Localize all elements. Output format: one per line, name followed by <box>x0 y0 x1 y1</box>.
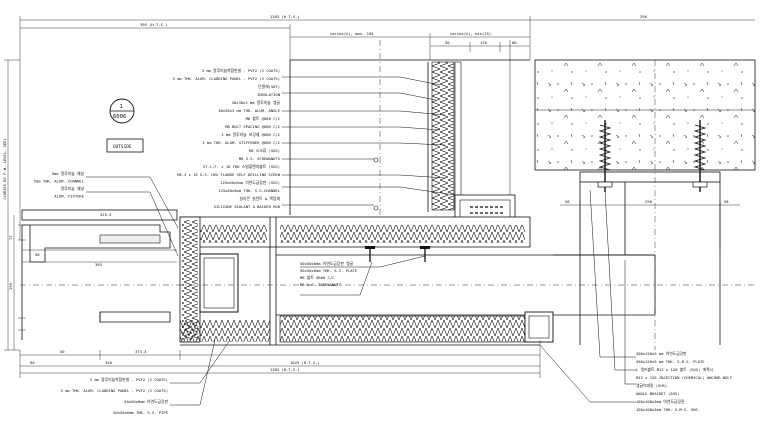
dim-top-small-3: 80 <box>512 40 517 45</box>
dim-top-mid-right: varies(k), min(25) <box>450 31 491 36</box>
callouts-left: 5mm 알루미늄 채널 5mm THK. ALUM. CHANNEL 알루미늄 채널… <box>34 171 85 199</box>
leaders-left <box>86 176 179 257</box>
concrete-slab <box>534 59 756 192</box>
callouts-bottom-right: 300x150x9 mm 아연도금강판 300x150x9 mm THK. G.M… <box>636 351 733 412</box>
outside-label: OUTSIDE <box>113 144 132 150</box>
callouts-top-line: 3 mm 알루미늄 보강재 @600 C/C <box>221 132 280 137</box>
dim-top-mid-left: varies(k), max. 105 <box>330 31 373 36</box>
callouts-top-line: M6 S.S. SCREW&NUTS <box>239 156 281 161</box>
dim-inner-395: 395 <box>95 262 102 267</box>
callouts-bottom-left-line: 3 mm 알루미늄복합판넬 - PVF2 (2 COATS) <box>90 377 168 382</box>
leaders-top <box>282 76 456 206</box>
callouts-top-line: 125x60x5mm 아연도금강판 (SUS) <box>220 180 280 185</box>
leaders-bottom-right <box>539 189 636 403</box>
callouts-mid-line: M6 볼트 @600 C/C <box>300 275 334 280</box>
callouts-top-line: M8 볼트 @600 C/C <box>246 116 280 121</box>
callouts-bottom-right-line: M12 x 120 INJECTION (CHEMICAL) ANCHOR BO… <box>636 375 733 380</box>
left-dimensions: (VARIES BY F.W. LEVEL, SEE) 73 190 <box>2 59 20 351</box>
leaders-bottom-left <box>170 339 231 406</box>
left-fascia: 325.3 50 395 <box>18 209 178 340</box>
callouts-top-line: 3 mm 알루미늄복합판넬 - PVF2 (2 COATS) <box>202 68 280 73</box>
section-tag: 1 6006 <box>109 98 135 124</box>
callouts-top-line: 3 mm THK. ALUM. CLADDING PANEL - PVF2 (2… <box>173 76 280 81</box>
upper-wall-cladding <box>289 40 530 226</box>
section-tag-number: 1 <box>120 104 123 110</box>
callouts-bottom-left-line: 50x50x6mm 아연도금강판 <box>124 399 168 404</box>
dim-right-58: 58 <box>565 199 570 204</box>
callouts-top-line: M6 스크류 (SUS) <box>249 148 280 153</box>
dim-top-right: 290 <box>640 14 648 19</box>
leaders-mid <box>300 255 426 296</box>
callouts-mid-line: M6 S.S. SCREW&NUTS <box>300 282 342 287</box>
dim-right-290: 290 <box>645 199 653 204</box>
callouts-top-line: 3 mm THK. ALUM. STIFFENER @600 C/C <box>202 140 280 145</box>
callouts-top-line: 실리콘 실런트 & 백업재 <box>239 196 280 201</box>
callouts-left-line: 5mm 알루미늄 채널 <box>52 171 85 176</box>
callouts-top: 3 mm 알루미늄복합판넬 - PVF2 (2 COATS) 3 mm THK. … <box>173 68 281 209</box>
dim-side-b: 190 <box>8 282 13 290</box>
dim-right-50: 58 <box>724 199 729 204</box>
callouts-top-line: SILICONE SEALANT & BACKER ROD <box>214 204 281 209</box>
dim-bottom-overall: 1383 (H.T.S.) <box>270 367 300 372</box>
dim-top-small-1: 50 <box>445 40 450 45</box>
callouts-top-line: 단열재(50T) <box>258 84 280 89</box>
callouts-bottom-left: 3 mm 알루미늄복합판넬 - PVF2 (2 COATS) 3 mm THK. … <box>61 377 169 415</box>
callouts-top-line: 125x60x5mm THK. S.S.CHANNEL <box>218 188 280 193</box>
callouts-top-line: 30x30x3 mm 알루미늄 앵글 <box>232 100 281 105</box>
dim-top-small-2: 120 <box>480 40 488 45</box>
dim-side-a: 73 <box>8 235 13 240</box>
callouts-bottom-left-line: 3 mm THK. ALUM. CLADDING PANEL - PVF2 (2… <box>61 388 168 393</box>
callouts-left-line: ALUM. FIXTURE <box>54 194 84 199</box>
callouts-top-line: INSULATION <box>257 92 281 97</box>
callouts-left-line: 5mm THK. ALUM. CHANNEL <box>34 179 85 184</box>
callouts-bottom-left-line: 50x50x6mm THK. S.S. PIPE <box>113 410 169 415</box>
dim-bottom-3733: 373.3 <box>135 349 146 354</box>
callouts-bottom-right-line: ANGLE BRACKET (SHS) <box>636 391 679 396</box>
callouts-mid-line: 50x50x6mm 아연도금강판 앵글 <box>300 261 354 266</box>
dim-top-overall: 1383 (H.T.S.) <box>270 14 300 19</box>
dim-bottom-350: 350 <box>105 360 113 365</box>
dim-top-left: 395 (H.T.S.) <box>140 22 167 27</box>
section-tag-ref: 6006 <box>113 114 126 120</box>
dim-bottom-center: 1025 (H.T.S.) <box>290 360 320 365</box>
callouts-top-line: ST.L.F. x 16 THK 스틸플랜지볼트 (SUS) <box>203 164 280 169</box>
callouts-mid-line: 50x50x6mm THK. S.S. PLATE <box>300 268 358 273</box>
callouts-bottom-right-line: 앵글브래킷 (SHS) <box>636 383 667 388</box>
dim-inner-325: 325.3 <box>100 212 111 217</box>
callouts-top-line: 30x30x3 mm THK. ALUM. ANGLE <box>218 108 280 113</box>
anchor-bolt-right <box>692 120 708 192</box>
callouts-bottom-right-line: 100x100x5mm 아연도금강관 <box>636 399 685 404</box>
dim-bottom-90: 90 <box>30 360 35 365</box>
callouts-bottom-right-line: L 앵커볼트 M12 x 120 볼트 (SUS) 에폭시 <box>636 367 713 372</box>
dim-bottom-50: 50 <box>60 349 65 354</box>
callouts-bottom-right-line: 300x150x9 mm 아연도금강판 <box>636 351 687 356</box>
callouts-mid: 50x50x6mm 아연도금강판 앵글 50x50x6mm THK. S.S. P… <box>300 261 358 287</box>
outside-box: OUTSIDE <box>106 138 144 153</box>
anchor-bolt-left <box>597 120 613 192</box>
callouts-left-line: 알루미늄 채널 <box>61 186 85 191</box>
callouts-top-line: M6.3 x 16 S.S. HEX FLANGE SELF DRILLING … <box>177 172 281 177</box>
callouts-bottom-right-line: 300x150x9 mm THK. G.M.S. PLATE <box>636 359 705 364</box>
bottom-dimensions: 50 373.3 1025 (H.T.S.) 1383 (H.T.S.) 90 … <box>19 340 541 378</box>
top-dimensions: 1383 (H.T.S.) 395 (H.T.S.) 290 varies(k)… <box>19 14 755 240</box>
callouts-bottom-right-line: 100x100x5mm THK. G.M.S. SHS <box>636 407 698 412</box>
dim-left-vertical: (VARIES BY F.W. LEVEL, SEE) <box>2 138 7 200</box>
soffit-section <box>20 182 755 346</box>
dim-inner-50: 50 <box>35 252 40 257</box>
callouts-top-line: M8 BOLT SPACING @600 C/C <box>225 124 280 129</box>
